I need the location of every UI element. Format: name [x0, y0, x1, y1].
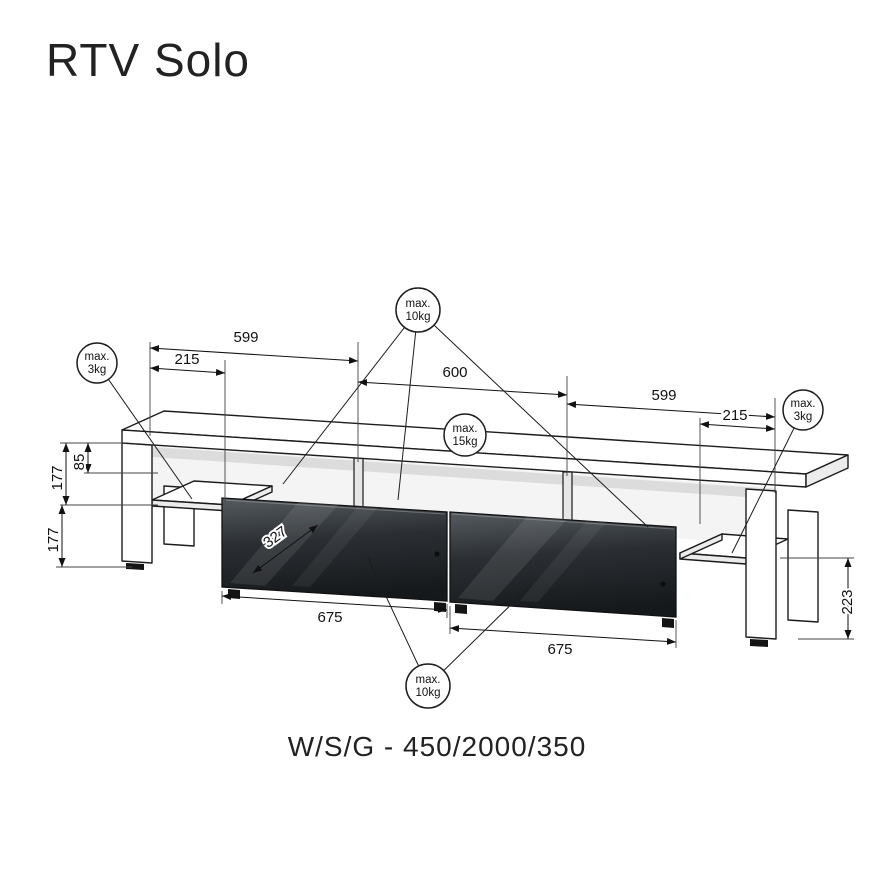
carcass-back-wall: [152, 447, 776, 499]
foot: [750, 639, 768, 647]
drawer-left: [221, 497, 448, 602]
badge-right-line2: 3kg: [794, 411, 813, 423]
drawer-right-knob: [660, 581, 666, 587]
max-load-badge-bottom: max. 10kg: [405, 663, 451, 709]
dim-215-right-label: 215: [722, 407, 747, 424]
page-title: RTV Solo: [46, 34, 250, 86]
badge-right-line1: max.: [791, 398, 816, 410]
dim-599-right: 599: [566, 385, 776, 420]
foot: [662, 618, 674, 628]
max-load-badge-center: max. 15kg: [443, 413, 487, 457]
badge-bottom-line2: 10kg: [416, 687, 441, 699]
dim-675-right-label: 675: [547, 641, 572, 658]
dim-675-left-label: 675: [317, 609, 342, 626]
dim-215-left-label: 215: [174, 351, 199, 368]
dim-177-upper: 177: [47, 443, 70, 505]
dim-599-left: 599: [149, 327, 359, 364]
dim-600-label: 600: [442, 364, 467, 381]
dim-675-right: 675: [449, 625, 677, 660]
badge-top-line2: 10kg: [406, 311, 431, 323]
dimensions: 599 215 600 599 215 85 177 177: [43, 327, 858, 660]
right-side-panel: [745, 488, 777, 640]
dim-85-label: 85: [71, 454, 88, 471]
badge-left-line2: 3kg: [88, 364, 107, 376]
dim-177-upper-label: 177: [49, 465, 66, 490]
dim-599-right-label: 599: [651, 387, 676, 404]
dim-675-left: 675: [221, 593, 448, 628]
carcass-interior: [150, 445, 776, 545]
max-load-badge-top: max. 10kg: [395, 287, 441, 333]
max-load-badge-right: max. 3kg: [782, 389, 824, 431]
badge-center-line1: max.: [453, 423, 478, 435]
foot: [434, 602, 446, 612]
dim-223-label: 223: [839, 589, 856, 614]
badge-bottom-line1: max.: [416, 674, 441, 686]
dim-215-left: 215: [149, 349, 226, 376]
dim-223-right: 223: [837, 558, 858, 639]
max-load-leaders: [96, 309, 804, 687]
badge-center-line2: 15kg: [453, 436, 478, 448]
size-caption: W/S/G - 450/2000/350: [288, 731, 587, 762]
badge-top-line1: max.: [406, 298, 431, 310]
dim-177-lower: 177: [43, 505, 66, 567]
drawer-left-knob: [434, 551, 440, 557]
dim-600-center: 600: [357, 362, 568, 398]
dim-599-left-label: 599: [233, 329, 258, 346]
left-side-panel: [121, 442, 153, 564]
dim-85-left: 85: [69, 443, 92, 473]
foot: [455, 604, 467, 614]
badge-left-line1: max.: [85, 351, 110, 363]
drawer-right: [449, 511, 677, 618]
partition-left: [353, 457, 364, 510]
right-back-leg: [787, 509, 819, 623]
partition-right: [562, 471, 573, 524]
max-load-badge-left: max. 3kg: [76, 342, 118, 384]
dim-177-lower-label: 177: [45, 527, 62, 552]
foot: [126, 563, 144, 570]
tv-stand: [121, 410, 849, 647]
dim-215-right: 215: [699, 405, 776, 432]
